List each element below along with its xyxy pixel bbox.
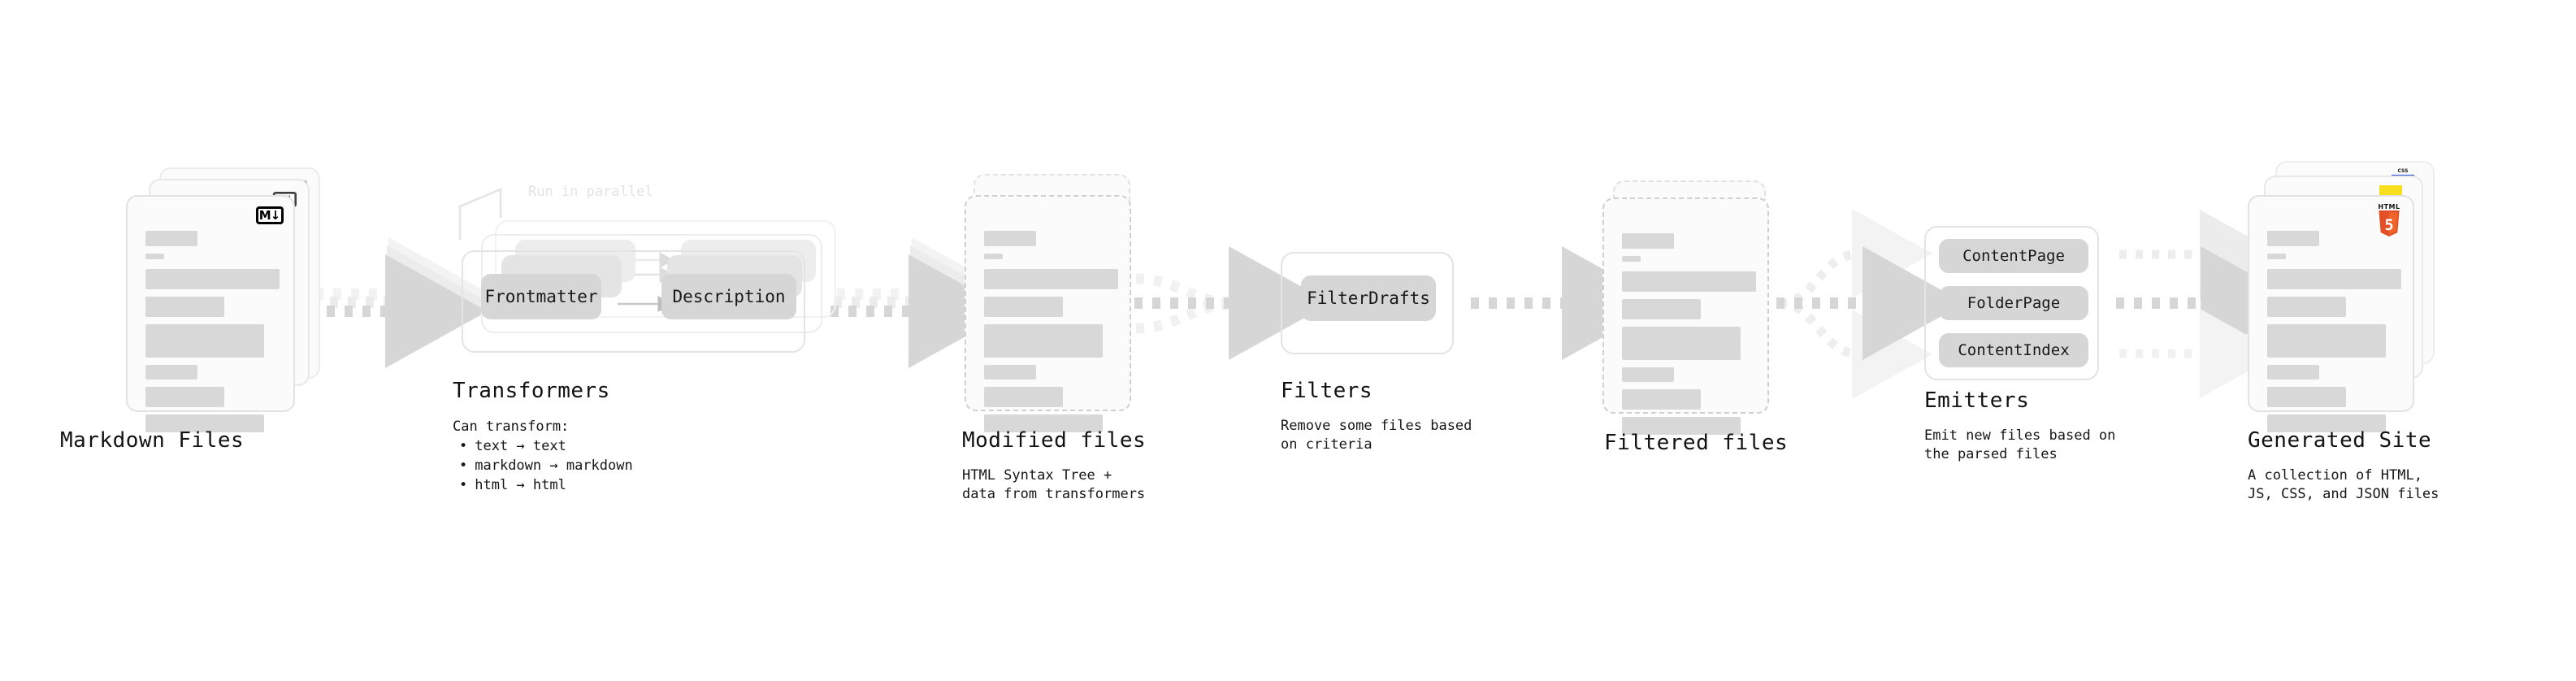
emitters-title: Emitters: [1924, 388, 2030, 413]
css3-icon-label: CSS: [2397, 168, 2409, 174]
transformer-group: Frontmatter Description: [462, 250, 805, 353]
markdown-file-lines: [145, 231, 280, 432]
modified-file-lines: [984, 231, 1118, 432]
arrow-transformers-to-modified: [830, 237, 1014, 368]
filters-title: Filters: [1281, 379, 1373, 403]
transformer-bullet: text → text: [459, 436, 633, 456]
markdown-title: Markdown Files: [60, 428, 245, 453]
arrow-modified-to-filters: [1134, 246, 1331, 360]
modified-title: Modified files: [962, 428, 1147, 453]
transformers-title: Transformers: [453, 379, 610, 403]
html5-icon-shield: 5: [2379, 210, 2400, 237]
transformers-subtitle-head: Can transform:: [453, 419, 570, 435]
filter-chip-filterdrafts[interactable]: FilterDrafts: [1301, 275, 1436, 321]
emitter-chip-contentindex[interactable]: ContentIndex: [1939, 333, 2088, 367]
emitter-chip-folderpage[interactable]: FolderPage: [1939, 286, 2088, 320]
generated-title: Generated Site: [2248, 428, 2432, 453]
html5-icon-label: HTML: [2378, 203, 2400, 210]
generated-subtitle: A collection of HTML, JS, CSS, and JSON …: [2248, 467, 2439, 502]
generated-file-card: HTML 5: [2248, 195, 2414, 432]
filtered-file-card: [1602, 197, 1769, 435]
generated-file-lines: [2267, 231, 2401, 432]
arrow-markdown-to-transformers: [309, 237, 491, 368]
svg-text:5: 5: [2384, 217, 2393, 234]
transformer-bullet: markdown → markdown: [459, 456, 632, 475]
transformer-bullet: html → html: [459, 475, 633, 495]
arrow-filtered-to-emitters: [1776, 209, 1965, 399]
filtered-title: Filtered files: [1604, 431, 1789, 455]
markdown-icon-letter: M: [258, 207, 271, 223]
html5-icon: HTML 5: [2377, 203, 2401, 237]
markdown-icon-arrow: ↓: [270, 207, 281, 223]
emitters-group: ContentPage FolderPage ContentIndex: [1924, 226, 2099, 380]
modified-file-card: [965, 195, 1131, 432]
transformers-bullets: text → text markdown → markdown html → h…: [453, 436, 633, 495]
run-in-parallel-label: Run in parallel: [528, 184, 653, 200]
emitters-subtitle: Emit new files based on the parsed files: [1924, 427, 2116, 462]
run-in-parallel-bracket: [458, 188, 502, 240]
transformer-chip-frontmatter[interactable]: Frontmatter: [481, 274, 601, 319]
filters-subtitle: Remove some files based on criteria: [1281, 418, 1472, 453]
modified-subtitle: HTML Syntax Tree + data from transformer…: [962, 467, 1146, 502]
markdown-file-card: M↓: [126, 195, 295, 432]
transformer-chip-description[interactable]: Description: [661, 274, 796, 319]
emitter-chip-contentpage[interactable]: ContentPage: [1939, 239, 2088, 273]
arrow-emitters-to-generated: [2116, 210, 2303, 398]
markdown-icon: M↓: [256, 206, 284, 224]
filters-group: FilterDrafts: [1281, 252, 1454, 354]
filtered-file-lines: [1622, 233, 1756, 435]
